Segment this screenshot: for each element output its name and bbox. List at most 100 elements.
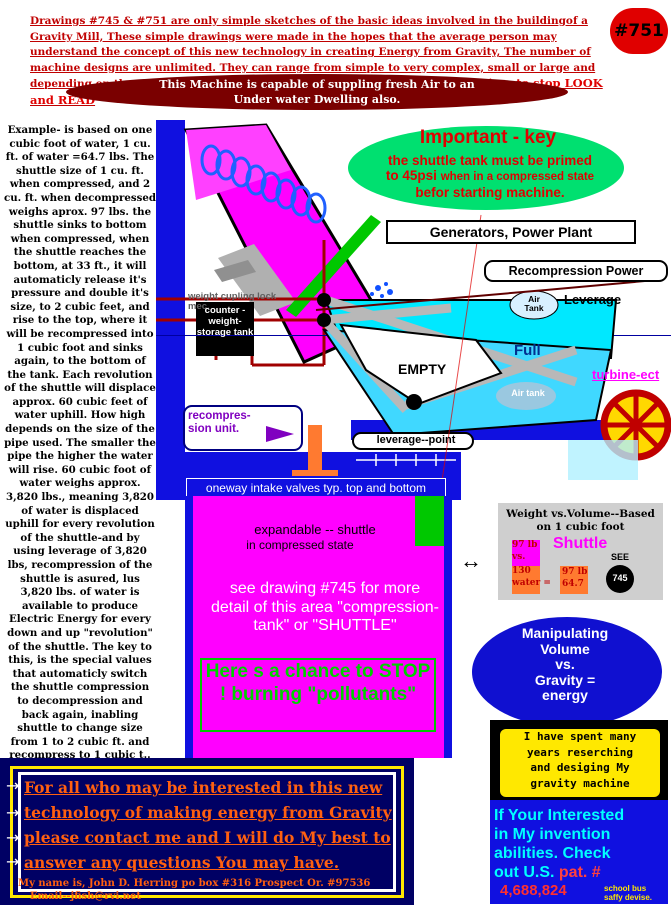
leverage-point-box [352, 432, 474, 450]
shuttle-word: Shuttle [553, 535, 608, 552]
school-l1: school bus [604, 884, 647, 893]
counter-weight-tank [196, 302, 254, 356]
intake-arrows [356, 454, 456, 466]
patent-word: pat. # [558, 864, 601, 881]
shuttle-title: expandable -- shuttle [254, 522, 376, 537]
intro-text: Drawings #745 & #751 are only simple ske… [30, 14, 610, 109]
empty-tank [339, 323, 503, 406]
key-body: the shuttle tank must be primed to 45psi… [356, 153, 624, 200]
school-bus-note: school bus saffy devise. [604, 884, 670, 902]
arrow-icon-1: → [6, 776, 20, 795]
tank-left-wall [156, 120, 185, 500]
empty-label: EMPTY [398, 361, 447, 377]
spent-l3: and desiging My [530, 761, 630, 774]
counter-weight-label: counter -weight- storage tank [196, 305, 254, 338]
interest-l1: If Your Interested [494, 807, 625, 824]
patent-panel [490, 800, 668, 904]
wv-97lb-b: 97 lb [562, 567, 588, 577]
contact-email[interactable]: Email--jfish@rvi.net [30, 891, 141, 902]
interest-l3: abilities. Check [494, 845, 611, 862]
double-arrow-icon: ↔ [460, 548, 482, 573]
contact-panel [0, 758, 414, 905]
recompression-unit-label: recompres- sion unit. [188, 410, 251, 435]
intake-valves-label: oneway intake valves typ. top and bottom [186, 478, 446, 498]
contact-line2: technology of making energy from Gravity [24, 803, 392, 822]
school-l2: saffy devise. [604, 893, 653, 902]
wv-water: water = [512, 578, 551, 588]
key-line3: befor starting machine. [415, 185, 565, 200]
leverage-point-label: leverage--point [376, 434, 456, 446]
air-tank-low-label: Air tank [511, 388, 545, 398]
gravity-mill-diagram [156, 120, 671, 505]
contact-border-inner [18, 772, 396, 892]
arrow-icon-2: → [6, 803, 20, 822]
air-banner-line1: This Machine is capable of suppling fres… [159, 78, 475, 91]
recompression-post [308, 425, 322, 470]
green-shaft [286, 215, 381, 317]
shuttle-swatch [512, 540, 540, 566]
see-drawing-note: see drawing #745 for more detail of this… [210, 580, 439, 634]
wv-647: 64.7 [562, 579, 584, 589]
interest-l4: out U.S. [494, 864, 555, 881]
air-tank-top-label: Air Tank [524, 294, 544, 313]
manip-l2: Volume [540, 640, 590, 657]
manip-l1: Manipulating [521, 625, 609, 641]
manip-l5: energy [542, 687, 588, 703]
important-key-oval [348, 126, 624, 210]
key-line2a: to 45psi [385, 168, 437, 183]
tank-inner-left-wall [185, 496, 193, 758]
generators-label: Generators, Power Plant [386, 220, 636, 244]
leverage-pivot [406, 394, 422, 410]
manipulating-text: Manipulating Volume vs. Gravity = energy [470, 625, 660, 704]
contact-line4: answer any questions You may have. [24, 853, 340, 872]
shuttle-subtitle: in compressed state [246, 538, 354, 552]
contact-border-outer [10, 766, 404, 898]
key-line2b: when in a compressed state [440, 171, 595, 183]
key-title: Important - key [419, 127, 557, 148]
spent-years-text: I have spent many years reserching and d… [500, 729, 660, 797]
see-label: SEE [610, 552, 629, 562]
see-745-circle [606, 565, 634, 593]
drawing-number-badge: #751 [610, 8, 668, 54]
recompression-power-label: Recompression Power [484, 260, 668, 282]
air-supply-banner: This Machine is capable of suppling fres… [66, 74, 568, 110]
n745-label: 745 [612, 573, 628, 583]
weight-vs-volume-title: Weight vs.Volume--Based on 1 cubic foot [506, 508, 655, 533]
air-bubbles-icon [370, 282, 393, 298]
weight-coupling-label: weight cupling lock mec. [188, 291, 277, 312]
air-tank-low [496, 382, 556, 410]
wv-vs: vs. [512, 552, 526, 562]
tank-inner-right-wall [444, 496, 452, 758]
patent-number: 4,688,824 [500, 882, 567, 899]
manip-l3: vs. [555, 656, 575, 672]
contact-line1: For all who may be interested in this ne… [24, 778, 383, 797]
wv-97lb-a: 97 lb [512, 540, 538, 550]
interest-l2: in My invention [494, 826, 611, 843]
leverage-label: Leverage [564, 292, 622, 307]
intro-body: Drawings #745 & #751 are only simple ske… [30, 15, 596, 90]
stop-burning-box [200, 658, 436, 732]
full-label: Full [514, 342, 541, 359]
turbine-label: turbine-ect [592, 367, 660, 382]
spent-l1: I have spent many [523, 730, 637, 743]
manipulating-oval [470, 615, 664, 729]
pivot-lower [317, 313, 331, 327]
shuttle-body [193, 496, 444, 758]
patent-text: If Your Interested in My invention abili… [494, 806, 669, 882]
air-banner-line2: Under water Dwelling also. [233, 93, 401, 106]
water-splash [568, 440, 638, 480]
water-swatch [512, 566, 540, 594]
key-line1: the shuttle tank must be primed [387, 153, 593, 168]
explanation-text: Example- is based on one cubic foot of w… [4, 124, 156, 816]
coil-icon [200, 144, 327, 224]
stop-burning-text: Here s a chance to STOP ! burning "pollu… [205, 661, 431, 705]
spent-l4: gravity machine [530, 776, 630, 790]
manip-l4: Gravity = [534, 671, 596, 688]
contact-name: My name is, John D. Herring po box #316 … [18, 878, 371, 889]
spent-l2: years reserching [527, 745, 633, 759]
water-swatch-2 [560, 566, 588, 594]
arrow-icon-3: → [6, 828, 20, 847]
shuttle-valve [415, 496, 444, 546]
pivot-upper [317, 293, 331, 307]
pink-cylinder-top [186, 125, 291, 200]
